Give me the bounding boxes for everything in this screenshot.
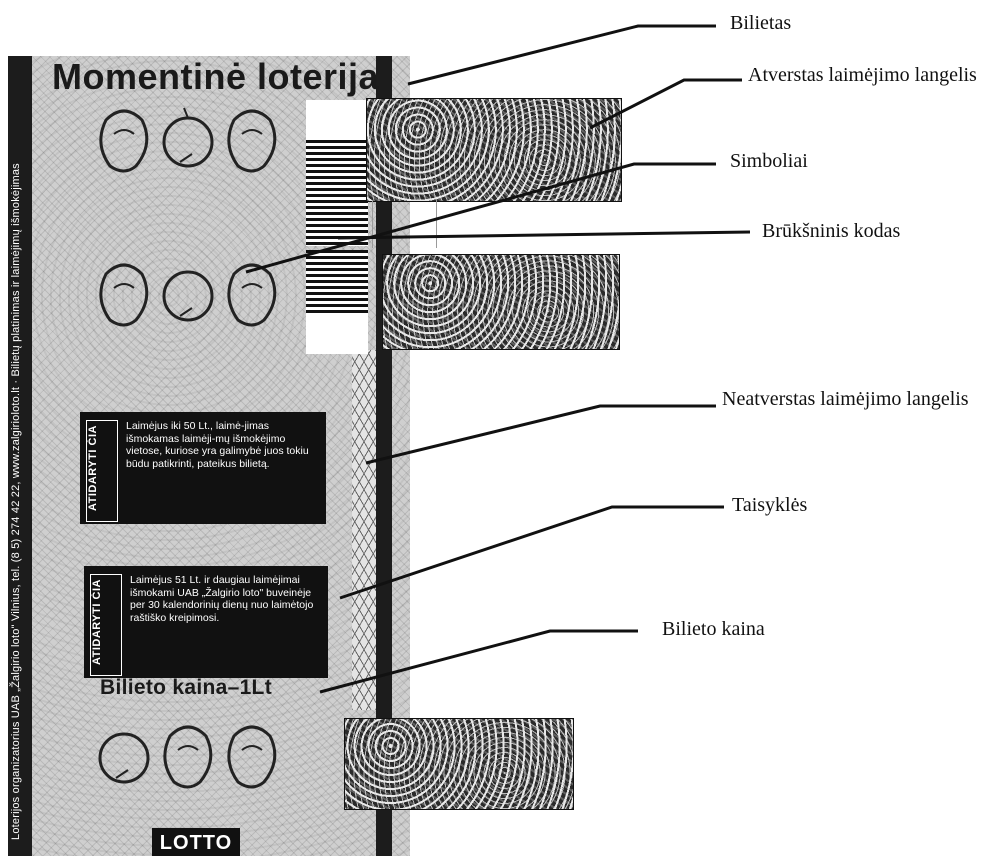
label-bilietas: Bilietas [730,12,791,35]
label-atverstas: Atverstas laimėjimo langelis [748,64,998,86]
leader-line-kaina [320,631,638,692]
label-bilieto-kaina: Bilieto kaina [662,618,765,641]
label-taisykles: Taisyklės [732,494,807,517]
label-barcode: Brūkšninis kodas [762,220,900,243]
leader-line-bilietas [408,26,716,84]
leader-line-taisykles [340,507,724,598]
leader-line-simboliai [246,164,716,272]
label-neatverstas: Neatverstas laimėjimo langelis [722,388,1002,410]
label-simboliai: Simboliai [730,150,808,173]
leader-line-atverstas [590,80,742,128]
leader-line-neatverstas [366,406,716,463]
leader-line-barcode [338,232,750,238]
